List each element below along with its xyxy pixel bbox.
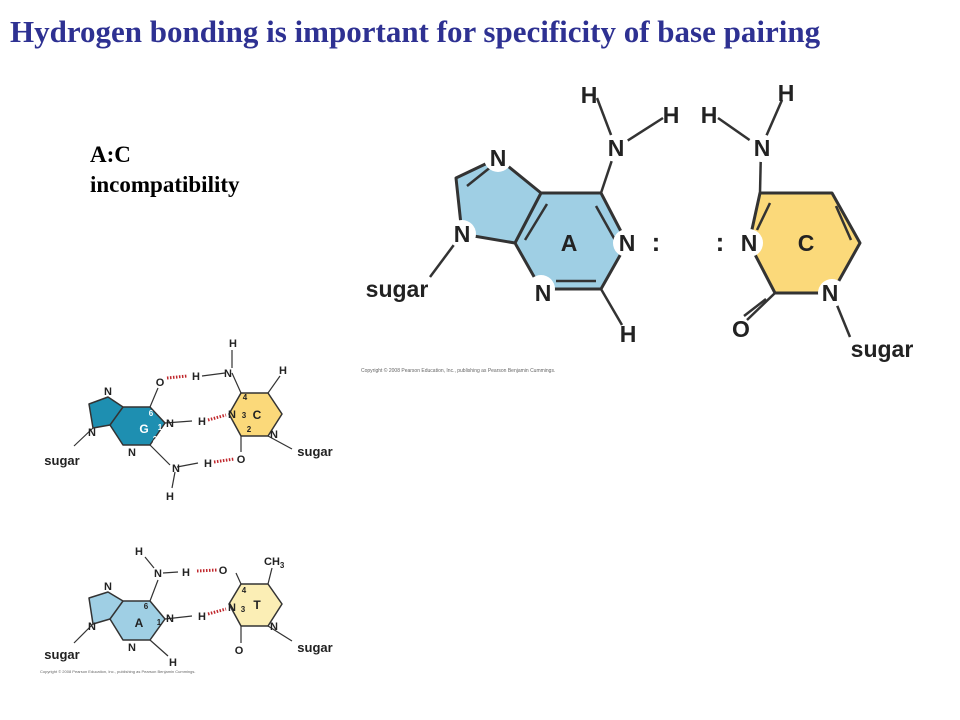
subtitle: A:C incompatibility bbox=[90, 140, 240, 200]
atom-n: N bbox=[154, 568, 162, 580]
ring-label-g: G bbox=[139, 422, 148, 436]
atom-n: N bbox=[228, 602, 236, 614]
ring-number: 1 bbox=[158, 423, 163, 432]
methyl-label: CH3 bbox=[264, 556, 285, 570]
atom-n: N bbox=[270, 429, 278, 441]
lone-pair-right: : bbox=[716, 227, 725, 257]
atom-n: N bbox=[224, 368, 232, 380]
lone-pair-left: : bbox=[652, 227, 661, 257]
ring-number: 6 bbox=[149, 409, 154, 418]
adenine-ring-small bbox=[88, 591, 166, 641]
at-pair-diagram: N N N N N N N O O H H H H CH3 A T 6 1 4 … bbox=[40, 546, 333, 674]
copyright-text: Copyright © 2008 Pearson Education, Inc.… bbox=[40, 669, 195, 674]
copyright-text: Copyright © 2008 Pearson Education, Inc.… bbox=[361, 367, 555, 374]
atom-n: N bbox=[535, 280, 552, 306]
sugar-label: sugar bbox=[366, 276, 429, 302]
atom-n: N bbox=[88, 427, 96, 439]
ring-number: 3 bbox=[242, 411, 247, 420]
atom-n: N bbox=[228, 409, 236, 421]
atom-h: H bbox=[581, 82, 598, 108]
atom-h: H bbox=[166, 491, 174, 503]
atom-h: H bbox=[778, 80, 795, 106]
ring-number: 1 bbox=[157, 618, 162, 627]
atom-h: H bbox=[229, 338, 237, 350]
atom-o: O bbox=[156, 377, 165, 389]
atom-h: H bbox=[279, 365, 287, 377]
ring-label-c: C bbox=[798, 230, 815, 256]
atom-n: N bbox=[128, 642, 136, 654]
atom-n: N bbox=[822, 280, 839, 306]
atom-h: H bbox=[192, 371, 200, 383]
ring-number: 3 bbox=[241, 605, 246, 614]
ring-number: 2 bbox=[153, 435, 158, 444]
atom-n: N bbox=[270, 621, 278, 633]
atom-n: N bbox=[608, 135, 625, 161]
atom-n: N bbox=[619, 230, 636, 256]
atom-o: O bbox=[219, 565, 228, 577]
ring-label-a: A bbox=[561, 230, 578, 256]
ring-label-c: C bbox=[253, 408, 262, 422]
subtitle-line-1: A:C bbox=[90, 142, 131, 167]
atom-h: H bbox=[169, 657, 177, 669]
atom-n: N bbox=[754, 135, 771, 161]
gc-pair-diagram: N N N N N N N N O O H H H H H H G C 6 1 … bbox=[44, 338, 332, 503]
sugar-label: sugar bbox=[297, 640, 332, 655]
atom-h: H bbox=[198, 611, 206, 623]
slide-title: Hydrogen bonding is important for specif… bbox=[10, 14, 821, 49]
atom-o: O bbox=[235, 645, 244, 657]
atom-n: N bbox=[454, 221, 471, 247]
ring-number: 4 bbox=[243, 393, 248, 402]
sugar-label: sugar bbox=[851, 336, 914, 362]
atom-n: N bbox=[166, 613, 174, 625]
ring-number: 6 bbox=[144, 602, 149, 611]
sugar-label: sugar bbox=[44, 647, 79, 662]
atom-h: H bbox=[204, 458, 212, 470]
subtitle-line-2: incompatibility bbox=[90, 172, 240, 197]
atom-n: N bbox=[166, 418, 174, 430]
sugar-label: sugar bbox=[297, 444, 332, 459]
atom-n: N bbox=[88, 621, 96, 633]
large-ac-diagram: N N N N N N N N H H H H H O A C : : suga… bbox=[361, 80, 913, 374]
ring-label-a: A bbox=[135, 616, 144, 630]
atom-h: H bbox=[198, 416, 206, 428]
atom-o: O bbox=[732, 316, 750, 342]
atom-n: N bbox=[741, 230, 758, 256]
guanine-ring bbox=[88, 396, 166, 446]
atom-h: H bbox=[135, 546, 143, 558]
sugar-label: sugar bbox=[44, 453, 79, 468]
ring-label-t: T bbox=[253, 598, 261, 612]
ring-number: 2 bbox=[247, 425, 252, 434]
atom-h: H bbox=[182, 567, 190, 579]
atom-h: H bbox=[701, 102, 718, 128]
atom-n: N bbox=[172, 463, 180, 475]
atom-o: O bbox=[237, 454, 246, 466]
adenine-ring bbox=[454, 156, 629, 291]
atom-h: H bbox=[620, 321, 637, 347]
atom-h: H bbox=[663, 102, 680, 128]
atom-n: N bbox=[104, 386, 112, 398]
atom-n: N bbox=[128, 447, 136, 459]
ring-number: 4 bbox=[242, 586, 247, 595]
atom-n: N bbox=[104, 581, 112, 593]
atom-n: N bbox=[490, 145, 507, 171]
